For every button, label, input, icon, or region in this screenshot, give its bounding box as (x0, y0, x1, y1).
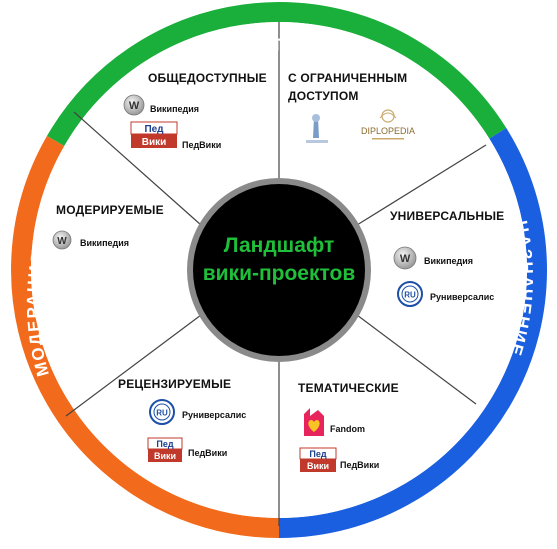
svg-text:Вики: Вики (142, 137, 167, 148)
diplopedia-logo-icon: DIPLOPEDIA (361, 109, 415, 140)
segment-title-universal: УНИВЕРСАЛЬНЫЕ (390, 209, 504, 223)
segment-title-restricted-line1: С ОГРАНИЧЕННЫМ (288, 71, 407, 85)
svg-text:W: W (129, 100, 140, 112)
center-hub-disc (193, 184, 365, 356)
svg-text:Пед: Пед (309, 449, 326, 459)
segment-title-reviewed: РЕЦЕНЗИРУЕМЫЕ (118, 377, 231, 391)
segment-public: ОБЩЕДОСТУПНЫЕ W Википедия Пед Вики ПедВи… (123, 71, 267, 150)
divider-lower-right (356, 314, 477, 405)
svg-text:W: W (57, 236, 67, 247)
segment-title-moderated: МОДЕРИРУЕМЫЕ (56, 203, 164, 217)
pedwiki-logo-icon: Пед Вики (147, 437, 183, 462)
divider-upper-left (73, 111, 202, 226)
item-label-pedwiki: ПедВики (340, 460, 379, 470)
segment-thematic: ТЕМАТИЧЕСКИЕ Fandom Пед Вики ПедВики (298, 381, 399, 472)
svg-text:RU: RU (156, 409, 168, 418)
moderation-ring-arc (11, 136, 280, 538)
segment-dividers (65, 22, 487, 526)
item-label-fandom: Fandom (330, 424, 365, 434)
pedwiki-logo-icon: Пед Вики (299, 447, 337, 472)
item-label-wikipedia: Википедия (150, 104, 199, 114)
svg-text:Вики: Вики (154, 451, 176, 461)
wikipedia-globe-icon: W (52, 230, 72, 250)
item-label-runiversalis: Руниверсалис (182, 410, 246, 420)
item-label-wikipedia: Википедия (80, 238, 129, 248)
segment-title-public: ОБЩЕДОСТУПНЫЕ (148, 71, 267, 85)
item-label-pedwiki: ПедВики (188, 448, 227, 458)
wikipedia-globe-icon: W (123, 94, 145, 116)
segment-title-thematic: ТЕМАТИЧЕСКИЕ (298, 381, 399, 395)
segment-moderated: МОДЕРИРУЕМЫЕ W Википедия (52, 203, 164, 250)
svg-text:RU: RU (404, 291, 416, 300)
divider-upper-right (356, 144, 487, 226)
item-label-runiversalis: Руниверсалис (430, 292, 494, 302)
center-title-line1: Ландшафт (224, 234, 335, 257)
svg-text:Вики: Вики (307, 461, 329, 471)
outer-ring (11, 2, 547, 538)
wikipedia-globe-icon: W (393, 246, 417, 270)
item-label-wikipedia: Википедия (424, 256, 473, 266)
fandom-logo-icon (304, 408, 324, 436)
pedwiki-logo-icon: Пед Вики (130, 121, 178, 148)
svg-text:Пед: Пед (156, 439, 173, 449)
svg-text:DIPLOPEDIA: DIPLOPEDIA (361, 126, 415, 136)
svg-text:Пед: Пед (144, 124, 164, 135)
segment-reviewed: РЕЦЕНЗИРУЕМЫЕ RU Руниверсалис Пед Вики П… (118, 377, 246, 462)
center-hub: Ландшафт вики-проектов (187, 178, 371, 362)
purpose-ring-arc (278, 128, 547, 538)
segment-title-restricted-line2: ДОСТУПОМ (288, 89, 359, 103)
divider-lower-left (65, 314, 202, 417)
segment-universal: УНИВЕРСАЛЬНЫЕ W Википедия RU Руниверсали… (390, 209, 504, 307)
center-title-line2: вики-проектов (203, 262, 356, 285)
item-label-pedwiki: ПедВики (182, 140, 221, 150)
runiversalis-logo-icon: RU (397, 281, 423, 307)
svg-text:W: W (400, 253, 411, 265)
restricted-wiki-logo-icon (306, 114, 328, 143)
segment-restricted: С ОГРАНИЧЕННЫМ ДОСТУПОМ DIPLOPEDIA (288, 71, 415, 143)
runiversalis-logo-icon: RU (149, 399, 175, 425)
accessibility-ring-arc (46, 2, 507, 147)
